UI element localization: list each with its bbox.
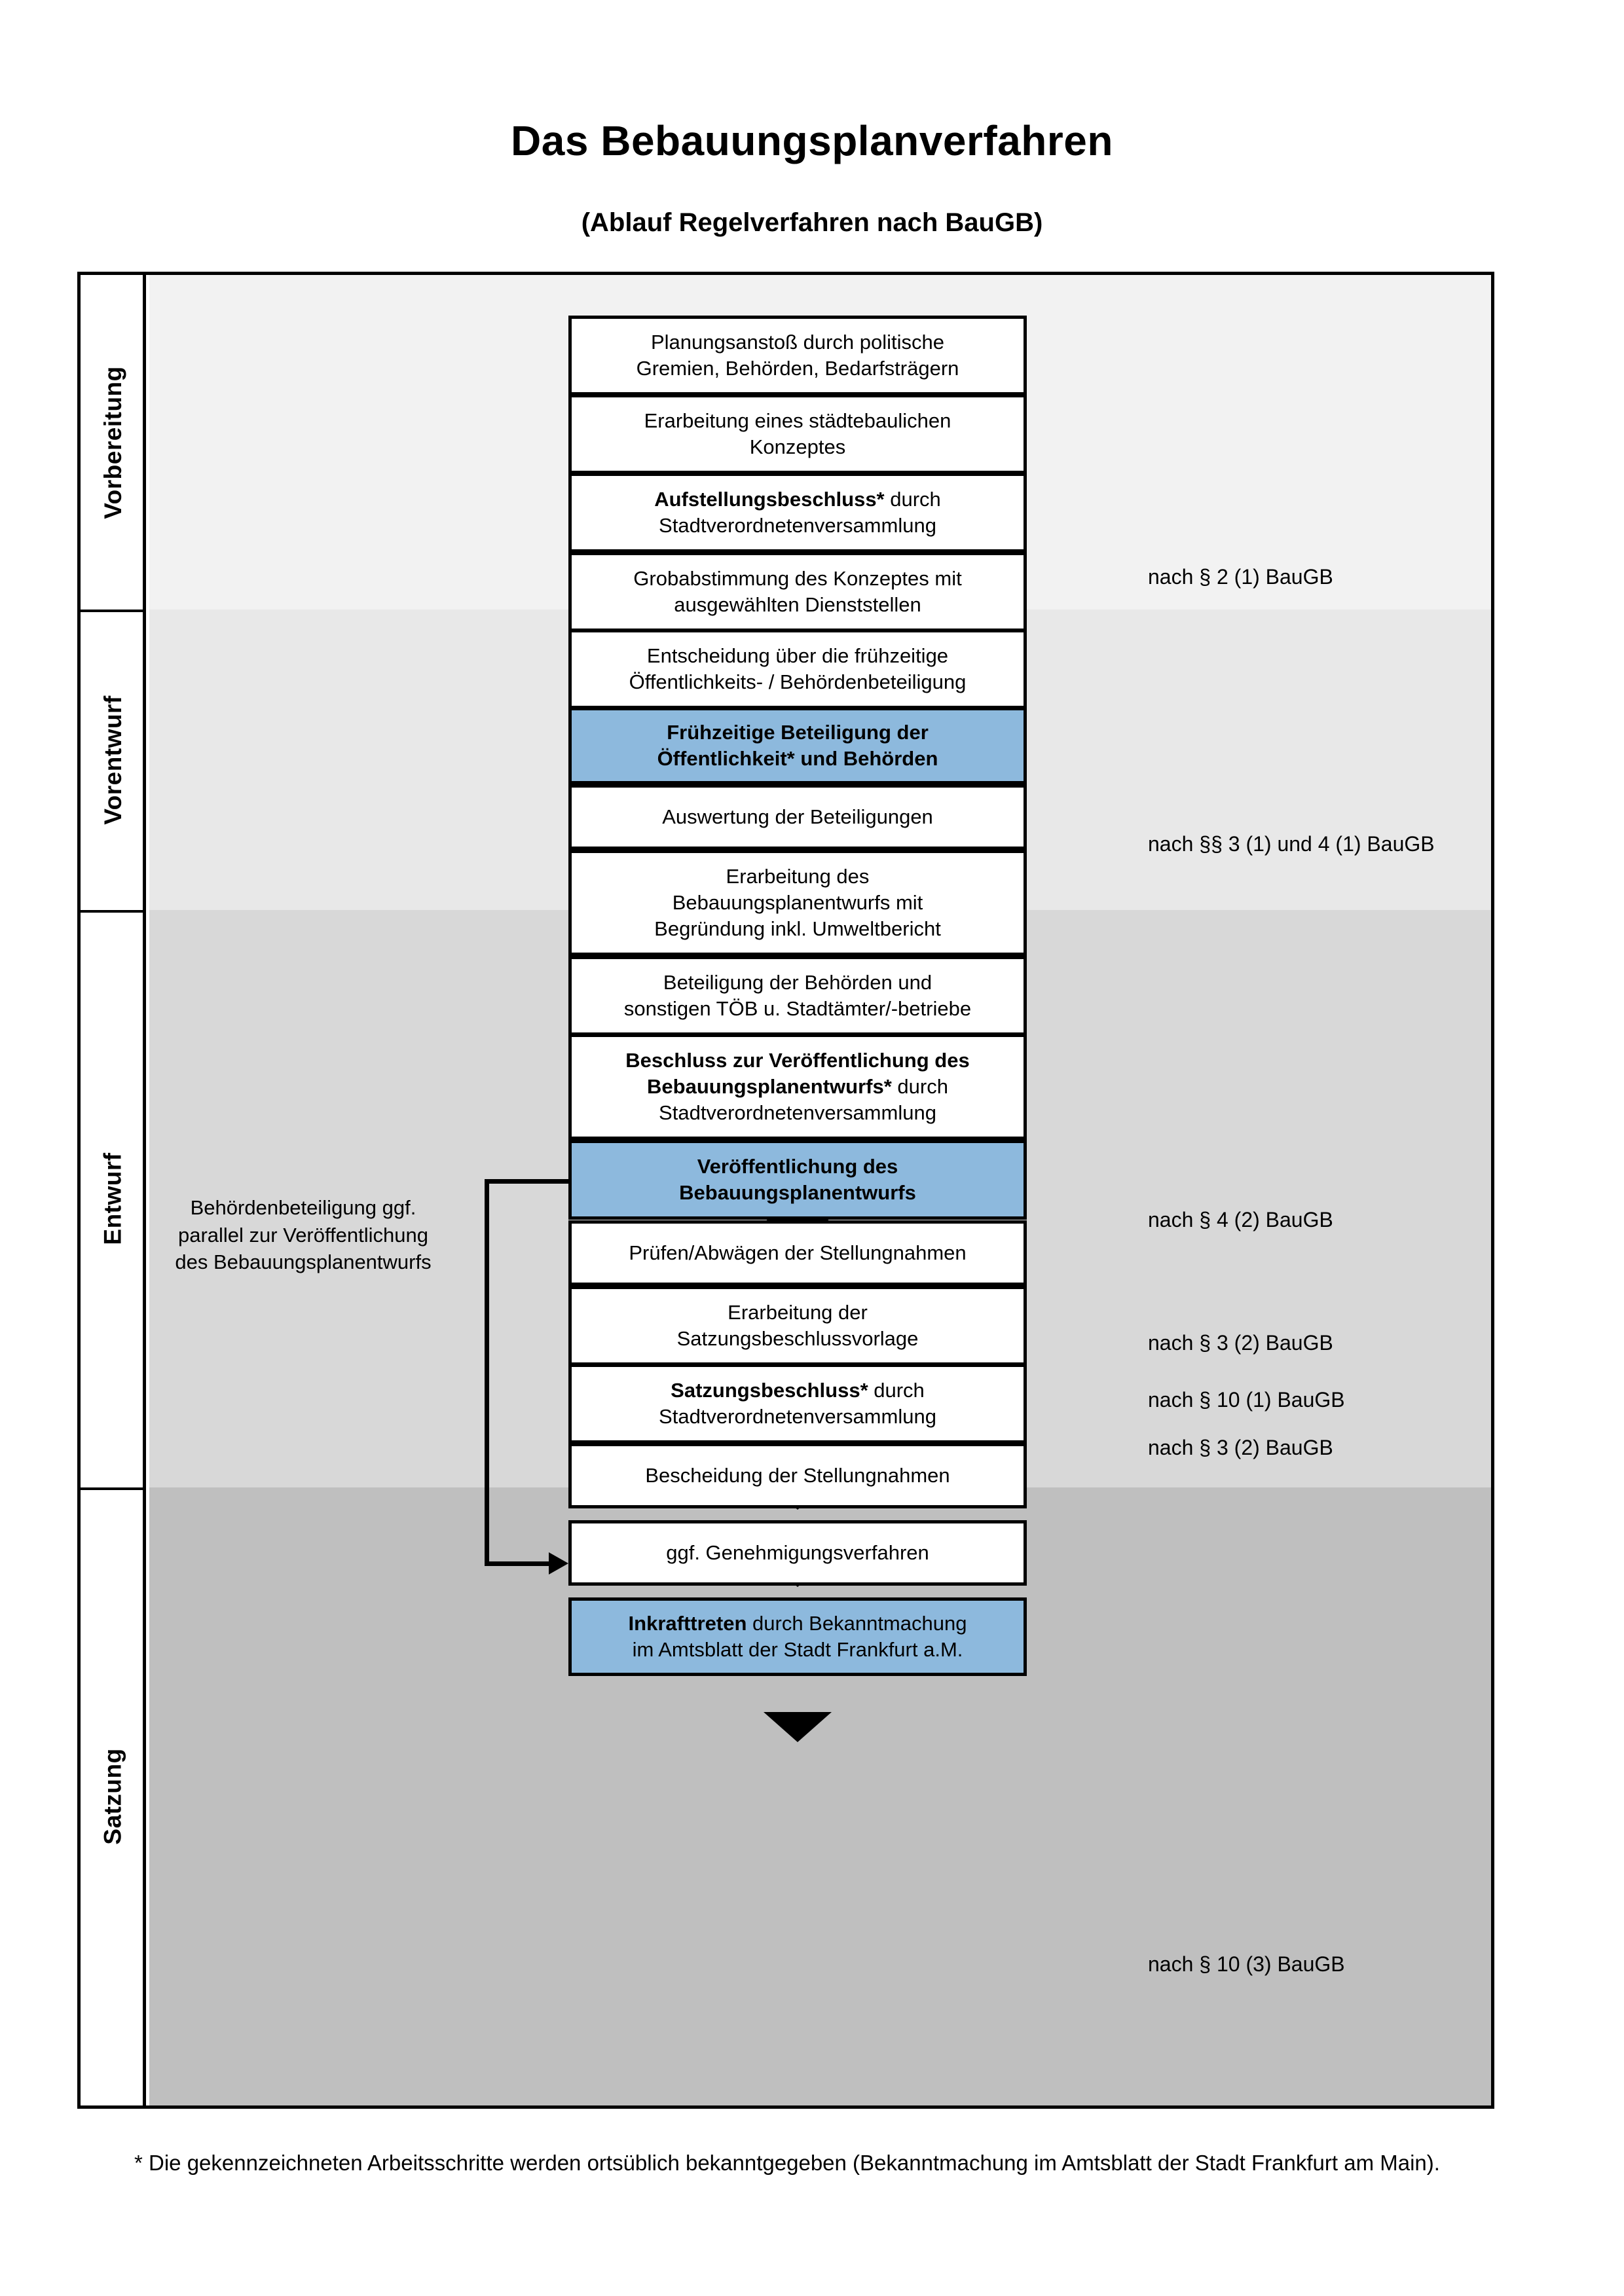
legal-reference: nach §§ 3 (1) und 4 (1) BauGB	[1148, 832, 1435, 856]
step-line: ggf. Genehmigungsverfahren	[666, 1541, 929, 1565]
step-line: durch	[868, 1379, 925, 1402]
step-line: Stadtverordnetenversammlung	[659, 1101, 936, 1124]
flow-step-box[interactable]: Auswertung der Beteiligungen	[568, 784, 1027, 850]
flow-step-box-highlighted[interactable]: Inkrafttreten durch Bekanntmachung im Amt…	[568, 1597, 1027, 1676]
phase-label-text: Satzung	[100, 1748, 127, 1845]
legal-reference: nach § 2 (1) BauGB	[1148, 565, 1333, 589]
step-line: Frühzeitige Beteiligung der	[667, 721, 929, 744]
bracket-vertical	[485, 1179, 489, 1566]
step-line: durch Bekanntmachung	[747, 1612, 967, 1635]
step-line: im Amtsblatt der Stadt Frankfurt a.M.	[632, 1638, 963, 1661]
step-line: sonstigen TÖB u. Stadtämter/-betriebe	[623, 997, 972, 1020]
legal-reference: nach § 3 (2) BauGB	[1148, 1331, 1333, 1355]
flow-step-box[interactable]: Bescheidung der Stellungnahmen	[568, 1443, 1027, 1508]
step-line: Entscheidung über die frühzeitige	[646, 644, 949, 668]
step-line: Öffentlichkeit* und Behörden	[657, 747, 938, 770]
step-line: Stadtverordnetenversammlung	[659, 514, 936, 537]
flow-step-box[interactable]: Prüfen/Abwägen der Stellungnahmen	[568, 1220, 1027, 1286]
step-line: Erarbeitung eines städtebaulichen	[644, 409, 951, 433]
step-line: Begründung inkl. Umweltbericht	[654, 917, 941, 940]
band-satzung	[149, 1487, 1491, 2105]
phase-label-text: Vorbereitung	[100, 365, 126, 519]
step-bold: Aufstellungsbeschluss*	[654, 488, 885, 511]
bracket-top-segment	[485, 1179, 571, 1184]
step-line: durch	[891, 1075, 948, 1099]
legal-reference: nach § 3 (2) BauGB	[1148, 1436, 1333, 1459]
phase-label-vorbereitung: Vorbereitung	[81, 275, 146, 610]
step-bold: Inkrafttreten	[628, 1612, 747, 1635]
page-title: Das Bebauungsplanverfahren	[511, 117, 1113, 164]
step-line: Prüfen/Abwägen der Stellungnahmen	[629, 1241, 967, 1265]
footnote: * Die gekennzeichneten Arbeitsschritte w…	[134, 2151, 1440, 2175]
step-line: Satzungsbeschlussvorlage	[676, 1327, 919, 1350]
step-line: Erarbeitung des	[726, 865, 870, 888]
phase-label-vorentwurf: Vorentwurf	[81, 610, 146, 910]
legal-reference: nach § 10 (1) BauGB	[1148, 1388, 1345, 1412]
phase-divider	[81, 1487, 146, 1490]
phase-label-text: Vorentwurf	[100, 695, 127, 825]
step-line: Stadtverordnetenversammlung	[659, 1405, 936, 1428]
step-line: Auswertung der Beteiligungen	[662, 805, 933, 829]
phase-label-entwurf: Entwurf	[81, 910, 146, 1487]
page-subtitle: (Ablauf Regelverfahren nach BauGB)	[581, 208, 1043, 237]
step-line: Planungsanstoß durch politische	[650, 331, 945, 354]
step-line: Beteiligung der Behörden und	[663, 971, 932, 994]
phase-divider	[81, 910, 146, 913]
bracket-bottom-segment	[485, 1561, 550, 1566]
side-annotation: Behördenbeteiligung ggf. parallel zur Ve…	[175, 1196, 432, 1274]
phase-label-text: Entwurf	[100, 1152, 127, 1245]
flow-arrow	[764, 1712, 832, 1742]
step-line: Grobabstimmung des Konzeptes mit	[633, 567, 962, 591]
phase-divider	[81, 610, 146, 612]
legal-reference: nach § 4 (2) BauGB	[1148, 1208, 1333, 1231]
step-line: durch	[884, 488, 941, 511]
bracket-arrowhead	[549, 1552, 568, 1575]
step-line: Gremien, Behörden, Bedarfsträgern	[636, 357, 959, 380]
step-line: Bebauungsplanentwurfs	[679, 1181, 916, 1204]
flowchart-frame: Vorbereitung Vorentwurf Entwurf Satzung …	[77, 272, 1494, 2109]
flow-step-box[interactable]: Beschluss zur Veröffentlichung des Bebau…	[568, 1034, 1027, 1140]
flow-step-box[interactable]: ggf. Genehmigungsverfahren	[568, 1520, 1027, 1586]
step-bold: Satzungsbeschluss*	[671, 1379, 868, 1402]
legal-reference: nach § 10 (3) BauGB	[1148, 1952, 1345, 1976]
step-line: Bescheidung der Stellungnahmen	[645, 1464, 950, 1487]
phase-label-satzung: Satzung	[81, 1487, 146, 2105]
flow-step-box[interactable]: Beteiligung der Behörden und sonstigen TÖ…	[568, 956, 1027, 1036]
step-line: ausgewählten Dienststellen	[674, 593, 921, 616]
step-bold: Beschluss zur Veröffentlichung des Bebau…	[625, 1049, 970, 1099]
step-line: Erarbeitung der	[728, 1301, 868, 1324]
step-line: Öffentlichkeits- / Behördenbeteiligung	[629, 670, 967, 693]
step-line: Veröffentlichung des	[697, 1155, 898, 1178]
step-line: Konzeptes	[749, 435, 846, 458]
step-line: Bebauungsplanentwurfs mit	[672, 891, 923, 915]
phase-label-column: Vorbereitung Vorentwurf Entwurf Satzung	[81, 275, 146, 2105]
